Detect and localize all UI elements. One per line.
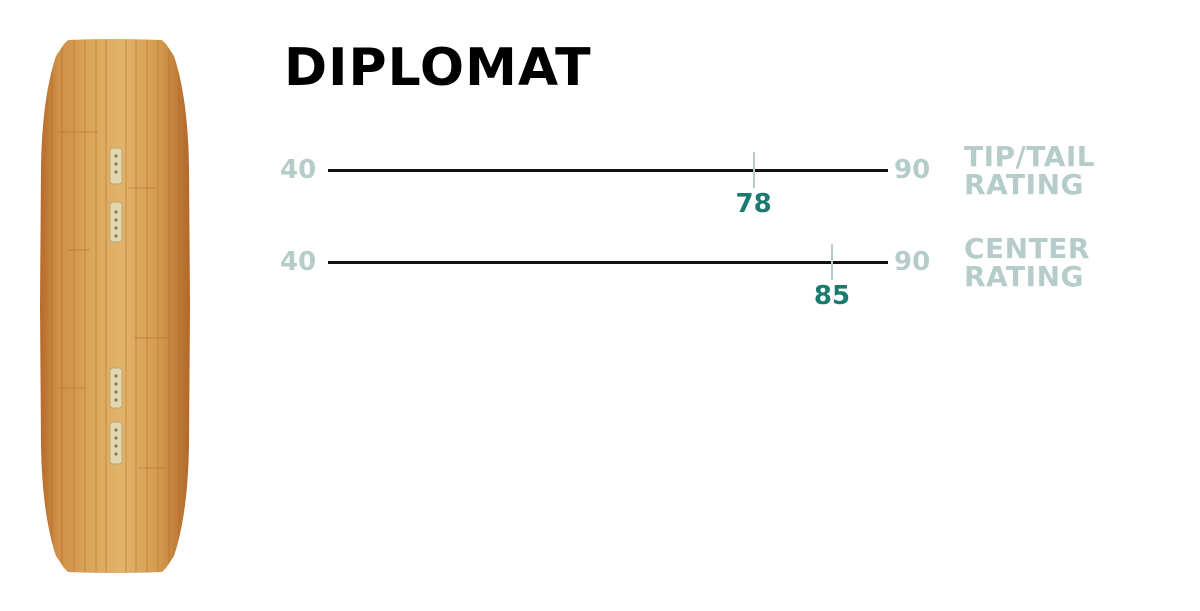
product-title: DIPLOMAT [284, 38, 592, 98]
rating-min-label: 40 [280, 155, 317, 185]
rating-track [328, 169, 888, 172]
tip-tail-rating-row: 40 78 90 TIP/TAIL RATING [280, 140, 1160, 260]
rating-marker [752, 152, 755, 188]
wakeboard-graphic [40, 39, 190, 573]
rating-name: TIP/TAIL RATING [964, 140, 1096, 201]
rating-name: CENTER RATING [964, 232, 1090, 293]
wakeboard-image [38, 38, 192, 574]
rating-marker [831, 244, 833, 280]
center-rating-row: 40 85 90 CENTER RATING [280, 232, 1160, 352]
rating-min-label: 40 [280, 247, 317, 277]
rating-track [328, 261, 888, 264]
rating-value-label: 78 [735, 189, 772, 219]
rating-value-label: 85 [813, 281, 851, 311]
rating-max-label: 90 [894, 247, 931, 277]
rating-max-label: 90 [894, 155, 931, 185]
